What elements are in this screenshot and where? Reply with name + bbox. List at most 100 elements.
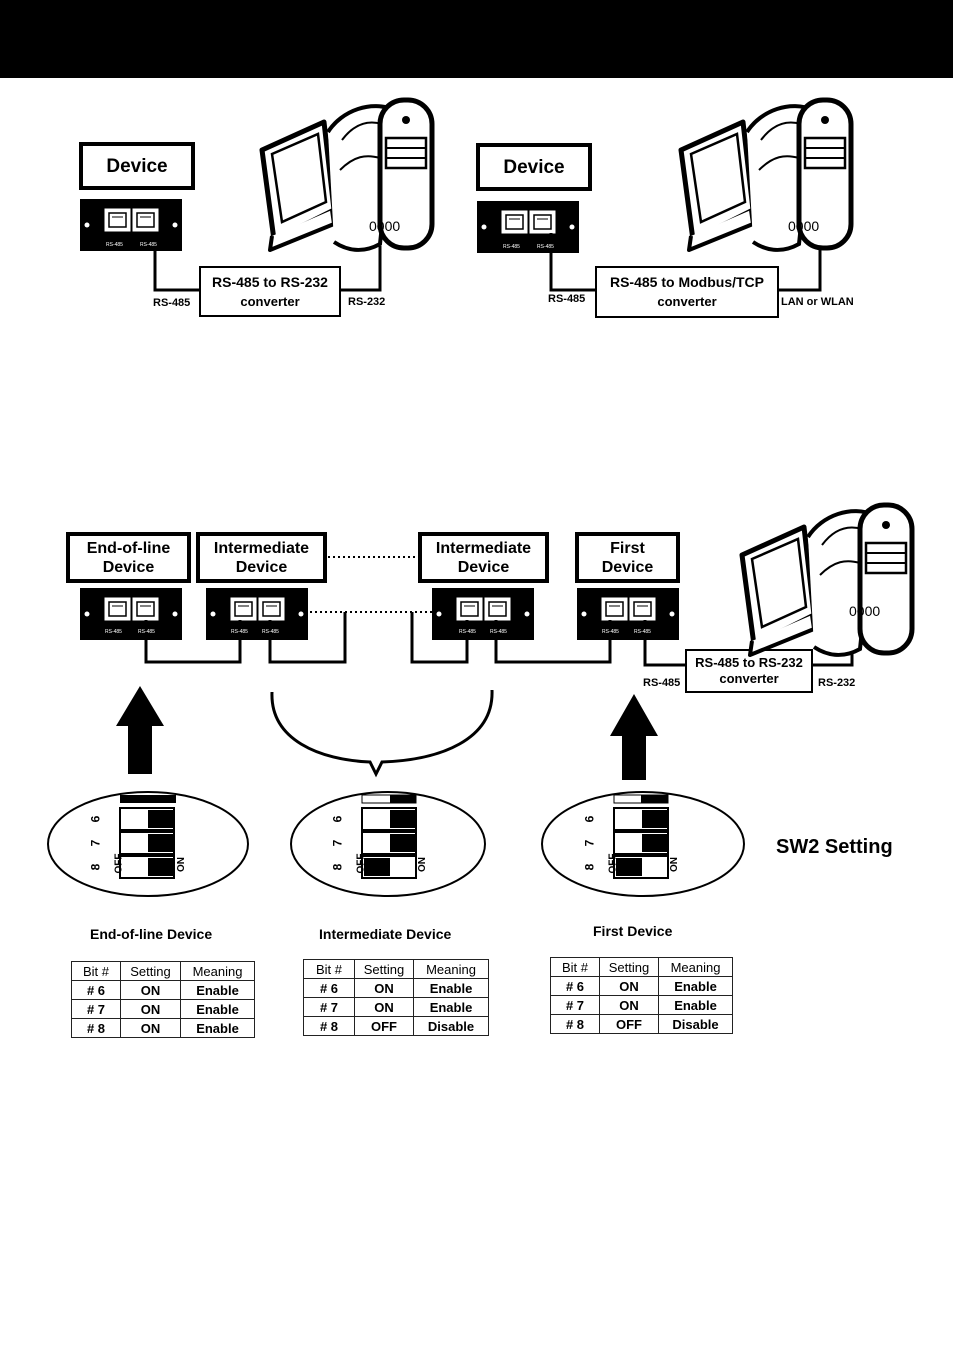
intermediate-box-1: [196, 532, 327, 583]
table-header-row: Bit # Setting Meaning: [550, 957, 733, 977]
chain-port-label-4b: RS-485: [634, 629, 651, 635]
intermediate-box-2: [418, 532, 549, 583]
chain-port-label-1a: RS-485: [105, 629, 122, 635]
settings-table-first: Bit # Setting Meaning # 6 ON Enable # 7 …: [550, 957, 733, 1034]
col-meaning: Meaning: [413, 959, 489, 979]
dip-switch-intermediate: [290, 791, 486, 897]
device-label-1: Device: [106, 155, 168, 177]
cable-label-rs485-3: RS-485: [643, 677, 681, 689]
cell-setting: ON: [120, 999, 181, 1019]
table-row: # 6 ON Enable: [550, 976, 733, 996]
table-title-end-of-line: End-of-line Device: [90, 926, 213, 942]
col-setting: Setting: [354, 959, 414, 979]
table-row: # 6 ON Enable: [303, 978, 489, 998]
cell-meaning: Disable: [413, 1016, 489, 1036]
table-row: # 8 ON Enable: [71, 1018, 255, 1038]
cable-label-rs232-1: RS-232: [348, 296, 386, 308]
on-label-a: ON: [176, 857, 187, 872]
cell-meaning: Enable: [658, 995, 733, 1015]
col-bit: Bit #: [303, 959, 355, 979]
table-title-intermediate: Intermediate Device: [319, 926, 452, 942]
cell-meaning: Enable: [413, 978, 489, 998]
settings-table-intermediate: Bit # Setting Meaning # 6 ON Enable # 7 …: [303, 959, 489, 1036]
first-device-card: [576, 587, 680, 641]
arrow-up-icon-left: [116, 686, 164, 774]
cell-meaning: Enable: [413, 997, 489, 1017]
cell-setting: OFF: [354, 1016, 414, 1036]
off-label-b: OFF: [355, 853, 367, 874]
on-label-c: ON: [669, 857, 680, 872]
bit-label-8-c: 8: [582, 863, 597, 871]
bit-label-7-a: 7: [88, 839, 103, 847]
settings-table-end-of-line: Bit # Setting Meaning # 6 ON Enable # 7 …: [71, 961, 255, 1038]
converter-box-1: [199, 266, 341, 317]
intermediate-card-1: [205, 587, 309, 641]
pc-code-3: 0000: [849, 603, 881, 619]
cell-bit: # 8: [303, 1016, 355, 1036]
col-setting: Setting: [599, 957, 659, 977]
port-label-2b: RS-485: [537, 244, 554, 250]
device-box-1: [79, 142, 195, 190]
arrow-up-icon-right: [610, 694, 658, 780]
device-label-2: Device: [503, 156, 565, 178]
cell-setting: ON: [599, 995, 659, 1015]
port-label-2a: RS-485: [503, 244, 520, 250]
chain-port-label-2a: RS-485: [231, 629, 248, 635]
pc-code-2: 0000: [788, 218, 820, 234]
sw2-setting-title: SW2 Setting: [776, 836, 893, 858]
cable-label-rs232-3: RS-232: [818, 677, 856, 689]
cell-setting: OFF: [599, 1014, 659, 1034]
on-label-b: ON: [417, 857, 428, 872]
bit-label-8-a: 8: [88, 863, 103, 871]
device-card-1: [79, 198, 183, 252]
col-meaning: Meaning: [180, 961, 255, 981]
cell-meaning: Enable: [658, 976, 733, 996]
cell-setting: ON: [120, 980, 181, 1000]
chain-port-label-3a: RS-485: [459, 629, 476, 635]
col-meaning: Meaning: [658, 957, 733, 977]
table-row: # 7 ON Enable: [303, 997, 489, 1017]
cell-bit: # 8: [550, 1014, 600, 1034]
bit-label-6-c: 6: [582, 815, 597, 823]
curly-brace: [270, 689, 494, 778]
bit-label-6-a: 6: [88, 815, 103, 823]
pc-code-1: 0000: [369, 218, 401, 234]
table-row: # 8 OFF Disable: [303, 1016, 489, 1036]
chain-port-label-2b: RS-485: [262, 629, 279, 635]
cell-setting: ON: [120, 1018, 181, 1038]
off-label-c: OFF: [607, 853, 619, 874]
dip-switch-end-of-line: [47, 791, 249, 897]
cell-setting: ON: [354, 978, 414, 998]
cell-bit: # 8: [71, 1018, 121, 1038]
cell-bit: # 7: [303, 997, 355, 1017]
cell-bit: # 7: [550, 995, 600, 1015]
cell-meaning: Disable: [658, 1014, 733, 1034]
computer-icon-3: [742, 505, 912, 655]
cell-setting: ON: [354, 997, 414, 1017]
computer-icon-2: [681, 100, 851, 250]
off-label-a: OFF: [113, 853, 125, 874]
bit-label-7-c: 7: [582, 839, 597, 847]
table-header-row: Bit # Setting Meaning: [71, 961, 255, 981]
col-bit: Bit #: [550, 957, 600, 977]
page-header-bar: [0, 0, 953, 78]
cable-label-rs485-2: RS-485: [548, 293, 586, 305]
chain-port-label-4a: RS-485: [602, 629, 619, 635]
chain-port-label-3b: RS-485: [490, 629, 507, 635]
cable-label-lan: LAN or WLAN: [781, 296, 854, 308]
table-row: # 7 ON Enable: [71, 999, 255, 1019]
col-setting: Setting: [120, 961, 181, 981]
table-row: # 7 ON Enable: [550, 995, 733, 1015]
table-title-first: First Device: [593, 923, 673, 939]
bit-label-6-b: 6: [330, 815, 345, 823]
port-label-1b: RS-485: [140, 242, 157, 248]
bit-label-7-b: 7: [330, 839, 345, 847]
computer-icon-1: [262, 100, 432, 250]
